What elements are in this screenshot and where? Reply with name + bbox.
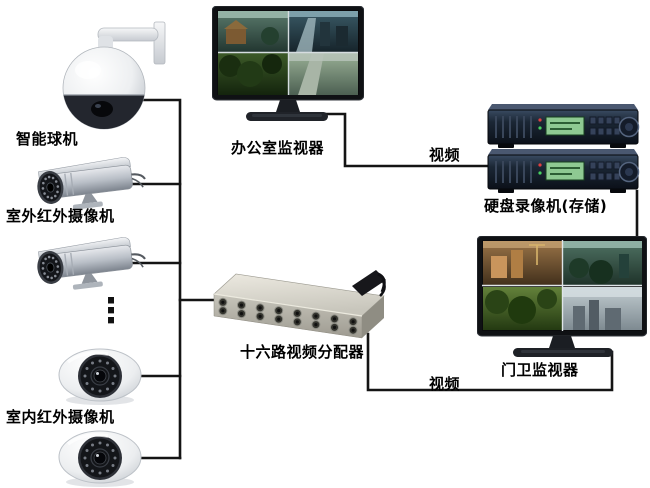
- gate-monitor-label: 门卫监视器: [501, 361, 579, 379]
- indoor-camera-label: 室内红外摄像机: [6, 408, 115, 426]
- wire-office-monitor-to-dvr: [320, 112, 489, 168]
- gate-monitor-icon: [477, 236, 647, 364]
- video-link-label-bottom: 视频: [429, 375, 461, 393]
- video-distributor-icon: [204, 256, 386, 346]
- dvr-unit-2-icon: [486, 149, 640, 195]
- outdoor-bullet-camera-1-icon: [26, 150, 150, 216]
- ptz-camera-label: 智能球机: [16, 130, 79, 148]
- indoor-dome-camera-2-icon: [56, 428, 146, 488]
- ptz-dome-camera-icon: [46, 18, 168, 132]
- office-monitor-label: 办公室监视器: [231, 139, 325, 157]
- indoor-dome-camera-1-icon: [56, 346, 146, 408]
- dvr-label: 硬盘录像机(存储): [484, 197, 608, 215]
- outdoor-bullet-camera-2-icon: [26, 230, 150, 296]
- outdoor-camera-label: 室外红外摄像机: [6, 207, 115, 225]
- more-cameras-ellipsis: ⋮: [94, 291, 128, 331]
- video-link-label-top: 视频: [429, 146, 461, 164]
- dvr-unit-1-icon: [486, 104, 640, 150]
- office-monitor-icon: [212, 6, 364, 126]
- wire-distributor-to-gate-monitor: [366, 332, 614, 392]
- distributor-label: 十六路视频分配器: [240, 343, 365, 361]
